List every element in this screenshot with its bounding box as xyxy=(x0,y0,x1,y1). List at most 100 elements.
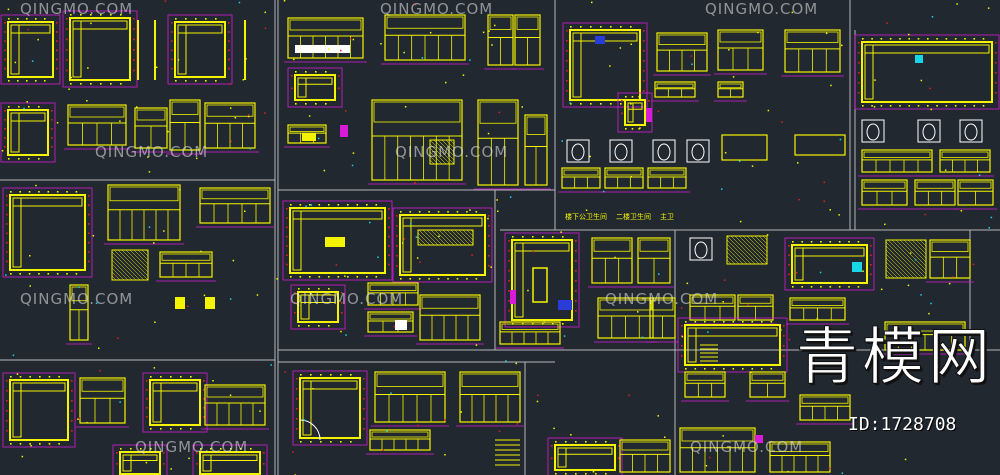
annotation-dot xyxy=(930,302,932,305)
counter-side xyxy=(177,24,187,75)
dimension-tick xyxy=(146,407,148,409)
dimension-tick xyxy=(90,14,92,16)
dimension-tick xyxy=(203,380,205,382)
dimension-tick xyxy=(4,146,6,148)
annotation-dot xyxy=(309,292,312,294)
dimension-tick xyxy=(605,473,607,475)
annotation-dot xyxy=(119,120,121,122)
annotation-dot xyxy=(700,363,703,366)
hatch-line xyxy=(758,235,768,245)
dimension-tick xyxy=(396,225,398,227)
dimension-tick xyxy=(590,103,592,105)
annotation-dot xyxy=(170,468,172,470)
dimension-tick xyxy=(56,22,58,24)
dimension-tick xyxy=(286,254,288,257)
watermark-brand: 青模网 xyxy=(795,320,995,393)
dimension-tick xyxy=(838,241,841,243)
dimension-tick xyxy=(328,276,330,278)
counter-side xyxy=(72,20,82,78)
annotation-dot xyxy=(115,275,117,277)
upper-cabinet xyxy=(69,106,125,118)
dimension-tick xyxy=(308,325,310,327)
annotation-dot xyxy=(77,418,79,420)
counter-top xyxy=(292,210,383,220)
dimension-tick xyxy=(770,321,773,323)
plan-dimension-frame xyxy=(2,187,93,278)
dimension-tick xyxy=(309,276,311,278)
hatch-line xyxy=(885,261,903,279)
upper-cabinet xyxy=(563,169,599,176)
dimension-tick xyxy=(150,376,152,378)
annotation-dot xyxy=(429,31,432,34)
dimension-tick xyxy=(681,325,683,327)
dimension-tick xyxy=(551,445,553,447)
annotation-dot xyxy=(404,106,407,108)
toilet-bowl xyxy=(694,241,708,259)
hatch-line xyxy=(923,239,927,243)
plan-wall xyxy=(569,29,641,101)
dimension-tick xyxy=(643,80,645,82)
hatch-line xyxy=(907,239,927,259)
annotation-dot xyxy=(553,427,555,430)
annotation-dot xyxy=(30,444,32,447)
annotation-dot xyxy=(230,107,232,109)
dimension-tick xyxy=(350,374,352,376)
annotation-dot xyxy=(92,235,95,237)
annotation-dot xyxy=(929,87,931,90)
annotation-dot xyxy=(352,38,355,41)
dimension-tick xyxy=(70,14,72,16)
dimension-tick xyxy=(299,204,302,206)
dimension-tick xyxy=(175,80,177,82)
annotation-dot xyxy=(798,198,800,201)
dimension-tick xyxy=(575,280,577,282)
hatch-line xyxy=(117,249,149,281)
counter-white xyxy=(295,45,350,53)
annotation-dot xyxy=(78,286,80,288)
dimension-tick xyxy=(681,355,683,357)
dimension-tick xyxy=(648,100,650,102)
hatch-line xyxy=(429,139,455,165)
annotation-dot xyxy=(292,451,294,453)
dimension-tick xyxy=(783,335,785,337)
dimension-tick xyxy=(580,26,582,28)
plan-wall xyxy=(69,17,131,81)
dimension-tick xyxy=(4,137,6,139)
dimension-tick xyxy=(982,105,985,107)
dimension-tick xyxy=(146,380,148,382)
dimension-tick xyxy=(638,128,640,130)
annotation-dot xyxy=(563,335,566,337)
dimension-tick xyxy=(56,67,58,70)
upper-cabinet xyxy=(369,284,417,291)
plan-dimension-frame xyxy=(287,67,343,108)
appliance-block xyxy=(646,108,652,122)
counter-side xyxy=(794,247,804,281)
annotation-dot xyxy=(987,7,990,9)
annotation-dot xyxy=(614,256,616,259)
annotation-dot xyxy=(823,181,825,184)
counter-top xyxy=(297,77,333,85)
hatch-line xyxy=(111,259,133,281)
dimension-tick xyxy=(110,14,112,16)
annotation-dot xyxy=(641,336,644,339)
annotation-dot xyxy=(95,302,98,304)
hatch-line xyxy=(111,275,117,281)
upper-cabinet xyxy=(916,181,954,189)
dimension-tick xyxy=(29,443,31,445)
annotation-dot xyxy=(880,288,883,291)
dimension-tick xyxy=(889,105,892,107)
annotation-dot xyxy=(187,305,189,308)
dimension-tick xyxy=(488,215,490,217)
annotation-dot xyxy=(352,152,355,154)
appliance-block xyxy=(558,300,572,310)
annotation-dot xyxy=(264,27,267,29)
counter-top xyxy=(10,24,51,34)
annotation-dot xyxy=(256,294,259,296)
dimension-tick xyxy=(320,374,322,376)
annotation-dot xyxy=(471,254,473,256)
annotation-dot xyxy=(445,81,447,84)
dimension-tick xyxy=(6,260,8,263)
dimension-tick xyxy=(337,204,340,206)
dimension-tick xyxy=(631,96,634,98)
hatch-line xyxy=(442,229,459,246)
upper-cabinet xyxy=(489,16,512,30)
